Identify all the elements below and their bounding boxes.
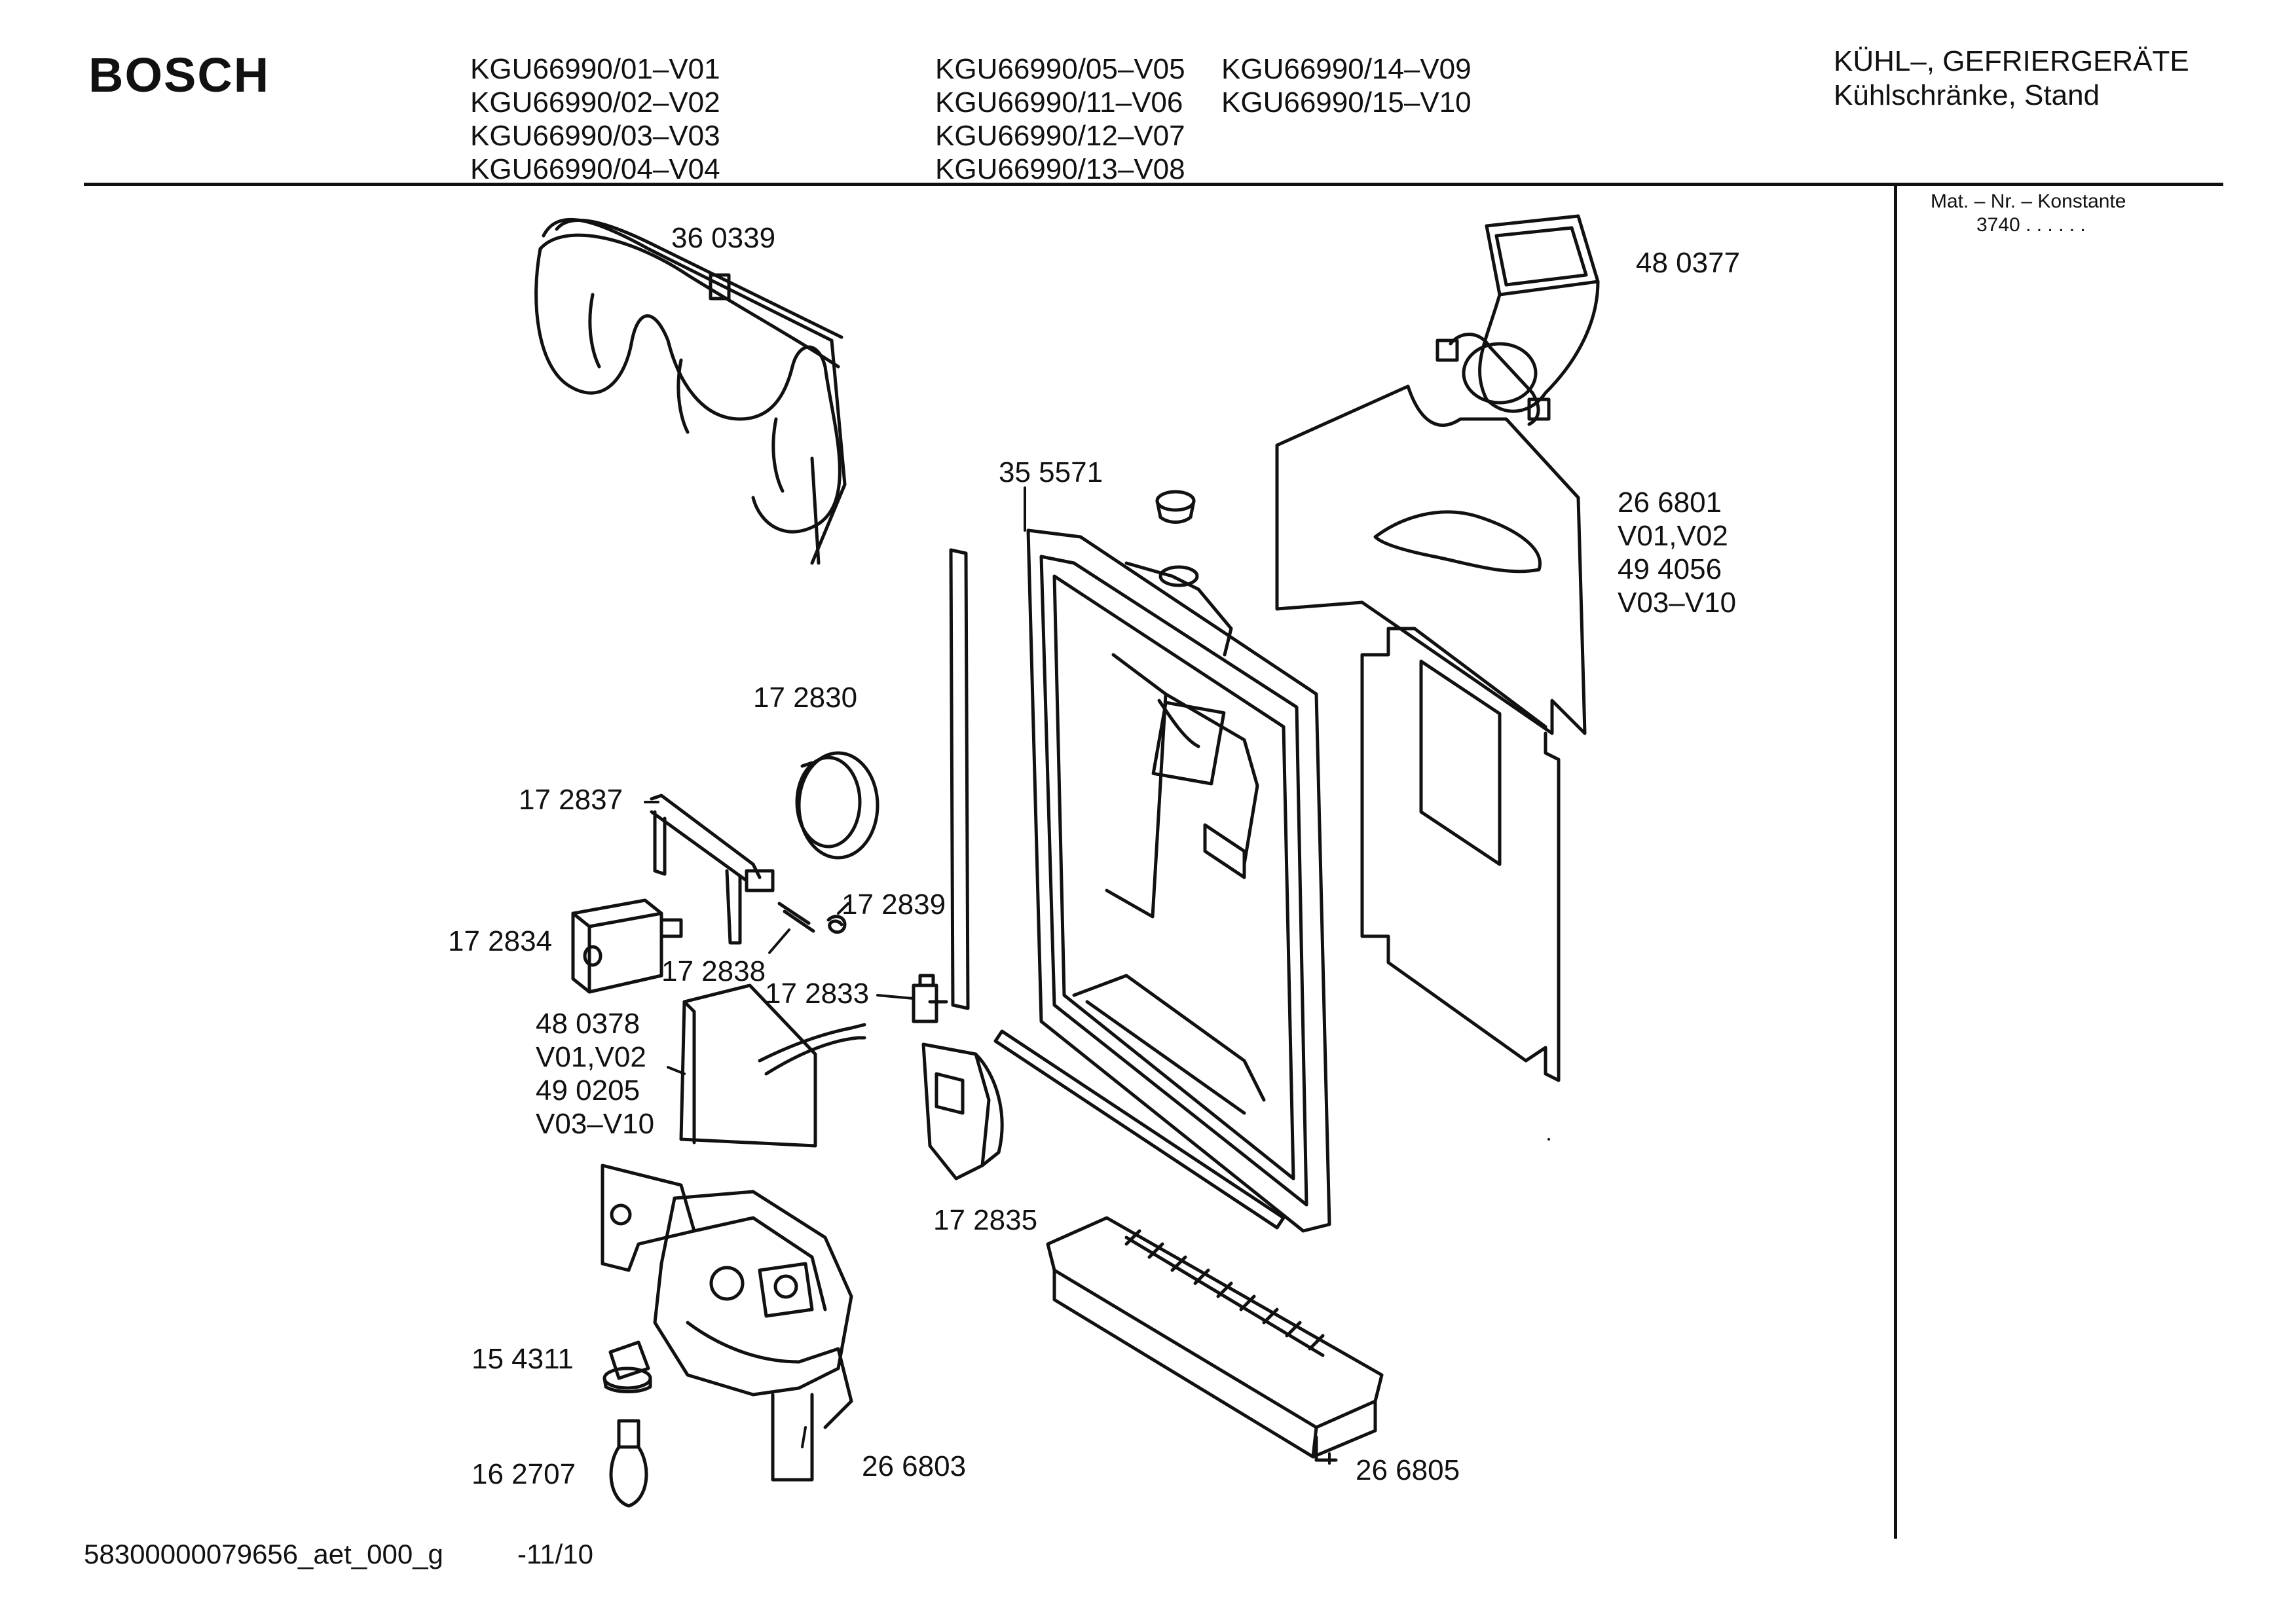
- part-drawing-162707: [609, 1419, 648, 1508]
- part-drawing-172837: [650, 794, 775, 945]
- part-label-480378: 48 0378 V01,V02 49 0205 V03–V10: [536, 1007, 654, 1141]
- model-number: KGU66990/15–V10: [1221, 86, 1472, 119]
- part-drawing-266803: [601, 1163, 853, 1482]
- part-label-172834: 17 2834: [448, 925, 552, 958]
- part-number: 15 4311: [472, 1343, 574, 1375]
- model-list-col3: KGU66990/14–V09 KGU66990/15–V10: [1221, 52, 1472, 119]
- part-number: 17 2833: [765, 978, 870, 1010]
- part-label-266801: 26 6801 V01,V02 49 4056 V03–V10: [1618, 486, 1736, 619]
- part-variant: V03–V10: [536, 1108, 655, 1140]
- part-drawing-266801: [1275, 384, 1587, 1082]
- part-variant: V01,V02: [536, 1041, 646, 1073]
- model-number: KGU66990/05–V05: [935, 53, 1185, 85]
- model-number: KGU66990/03–V03: [470, 120, 720, 152]
- model-number: KGU66990/14–V09: [1221, 53, 1472, 85]
- leader-lines: [644, 486, 1550, 1465]
- part-number: 17 2834: [448, 925, 553, 957]
- part-number: 35 5571: [999, 456, 1103, 488]
- part-number: 17 2835: [933, 1204, 1038, 1236]
- category-title: KÜHL–, GEFRIERGERÄTE: [1834, 45, 2189, 77]
- part-label-172838: 17 2838: [661, 955, 766, 988]
- part-number: 17 2838: [661, 955, 766, 987]
- part-label-162707: 16 2707: [472, 1457, 576, 1491]
- part-label-172833: 17 2833: [765, 977, 869, 1010]
- part-drawing-bottom-strip: [993, 1029, 1286, 1230]
- part-number: 17 2839: [842, 888, 946, 921]
- model-number: KGU66990/02–V02: [470, 86, 720, 119]
- part-label-172837: 17 2837: [519, 783, 623, 816]
- side-panel-divider: [1894, 185, 1897, 1539]
- model-number: KGU66990/12–V07: [935, 120, 1185, 152]
- part-label-266805: 26 6805: [1356, 1454, 1460, 1487]
- document-date: -11/10: [517, 1539, 593, 1569]
- part-number: 17 2830: [753, 682, 858, 714]
- part-drawing-plug: [1155, 490, 1196, 524]
- part-number: 49 0205: [536, 1074, 640, 1107]
- part-label-360339: 36 0339: [671, 221, 775, 255]
- part-drawing-266805: [1046, 1216, 1384, 1462]
- model-number: KGU66990/13–V08: [935, 153, 1185, 185]
- product-category: KÜHL–, GEFRIERGERÄTE Kühlschränke, Stand: [1834, 45, 2189, 113]
- part-label-480377: 48 0377: [1636, 246, 1740, 280]
- part-number: 48 0377: [1636, 247, 1741, 279]
- part-number: 49 4056: [1618, 553, 1722, 585]
- part-number: 17 2837: [519, 784, 623, 816]
- mat-nr-panel: Mat. – Nr. – Konstante 3740 . . . . . .: [1931, 190, 2126, 237]
- model-number: KGU66990/01–V01: [470, 53, 720, 85]
- part-number: 26 6805: [1356, 1454, 1460, 1486]
- mat-nr-value: 3740 . . . . . .: [1976, 214, 2086, 236]
- part-label-172835: 17 2835: [933, 1203, 1037, 1237]
- model-list-col1: KGU66990/01–V01 KGU66990/02–V02 KGU66990…: [470, 52, 720, 186]
- part-drawing-480377: [1435, 214, 1600, 426]
- part-number: 26 6803: [862, 1450, 967, 1482]
- mat-nr-label: Mat. – Nr. – Konstante: [1931, 191, 2126, 212]
- part-drawing-172830: [795, 751, 880, 860]
- part-label-355571: 35 5571: [999, 456, 1103, 489]
- header-divider: [84, 183, 2223, 186]
- model-number: KGU66990/11–V06: [935, 86, 1183, 119]
- part-label-172830: 17 2830: [753, 681, 857, 714]
- part-drawing-172834: [571, 898, 683, 994]
- brand-logo: BOSCH: [88, 48, 270, 102]
- part-drawing-355571: [1026, 528, 1331, 1233]
- part-number: 36 0339: [671, 222, 776, 254]
- part-drawing-gasket-strip: [949, 548, 970, 1010]
- part-drawing-154311: [602, 1340, 652, 1393]
- part-number: 16 2707: [472, 1458, 576, 1490]
- part-drawing-172838: [777, 902, 815, 933]
- document-id: 58300000079656_aet_000_g: [84, 1539, 443, 1569]
- part-label-266803: 26 6803: [862, 1450, 966, 1483]
- category-subtitle: Kühlschränke, Stand: [1834, 79, 2100, 111]
- part-label-154311: 15 4311: [472, 1342, 574, 1376]
- part-drawing-360339: [534, 217, 847, 565]
- part-drawing-172835: [921, 1042, 1004, 1181]
- part-variant: V01,V02: [1618, 520, 1728, 552]
- part-label-172839: 17 2839: [842, 888, 946, 921]
- part-number: 48 0378: [536, 1008, 640, 1040]
- part-number: 26 6801: [1618, 486, 1722, 519]
- part-drawing-480378: [679, 983, 866, 1148]
- model-list-col2: KGU66990/05–V05 KGU66990/11–V06 KGU66990…: [935, 52, 1185, 186]
- model-number: KGU66990/04–V04: [470, 153, 720, 185]
- part-drawing-172839: [826, 915, 847, 934]
- part-drawing-172833: [912, 974, 948, 1023]
- part-variant: V03–V10: [1618, 587, 1737, 619]
